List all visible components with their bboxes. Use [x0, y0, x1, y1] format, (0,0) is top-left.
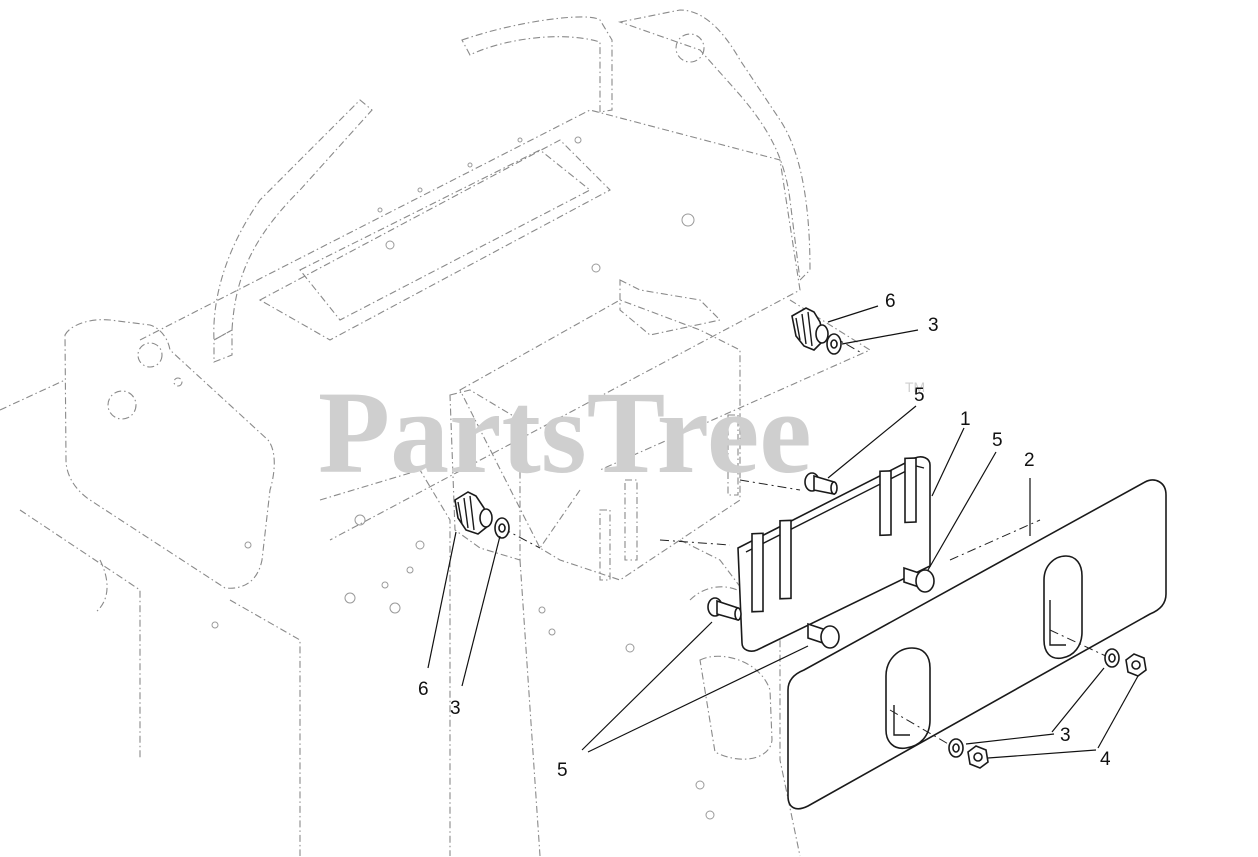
callout-6-top: 6 — [885, 291, 896, 312]
part-5-bolt-lower-left — [707, 597, 742, 622]
frame-holes — [211, 136, 715, 820]
callout-4: 4 — [1100, 749, 1111, 770]
part-4-nut-right — [1125, 653, 1147, 677]
callout-5-bottom: 5 — [557, 760, 568, 781]
part-3-washer-top — [826, 333, 842, 355]
leader-lines — [427, 305, 1139, 759]
callout-3-left: 3 — [450, 698, 461, 719]
part-5-bolt-lower-right — [807, 622, 840, 649]
callout-5-mid: 5 — [992, 430, 1003, 451]
part-2-weight-plate — [787, 479, 1167, 810]
callout-1: 1 — [960, 409, 971, 430]
callout-2: 2 — [1024, 450, 1035, 471]
machine-frame-ghost — [0, 9, 872, 857]
callout-3-top: 3 — [928, 315, 939, 336]
part-3-washer-left — [494, 517, 510, 539]
part-3-washer-bottom-right — [1104, 648, 1120, 668]
callout-6-left: 6 — [418, 679, 429, 700]
part-5-bolt-mid — [903, 566, 935, 593]
part-6-knob-top — [791, 307, 829, 351]
part-5-bolt-top — [804, 472, 838, 495]
watermark-trademark: TM — [905, 379, 925, 395]
part-4-nut-left — [967, 745, 989, 769]
watermark-text: PartsTree — [318, 367, 812, 498]
callout-5-top: 5 — [914, 385, 925, 406]
callout-3-bottom: 3 — [1060, 725, 1071, 746]
part-3-washer-bottom-left — [948, 738, 964, 758]
part-6-knob-left — [454, 491, 493, 535]
part-1-bracket — [737, 456, 931, 652]
